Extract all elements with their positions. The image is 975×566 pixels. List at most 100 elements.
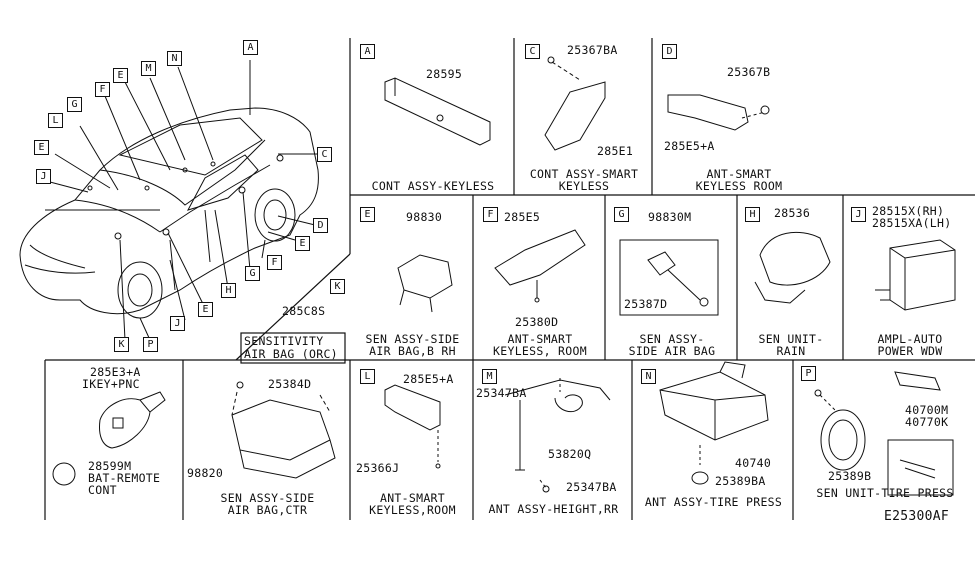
callout-tag: M	[141, 61, 156, 76]
part-caption: RAIN	[776, 344, 806, 358]
part-keyfob	[52, 391, 166, 486]
callout-tag: H	[221, 283, 236, 298]
part-number: 98820	[187, 466, 224, 480]
part-number: 28515XA(LH)	[872, 216, 952, 230]
part-number: 285E3+A	[90, 365, 141, 379]
part-caption: SENSITIVITY	[244, 334, 324, 348]
part-number: 25347BA	[566, 480, 617, 494]
callout-tag: E	[113, 68, 128, 83]
part-number: 25389BA	[715, 474, 766, 488]
part-number: 25367BA	[567, 43, 618, 57]
section-tag-m: M	[482, 369, 497, 384]
section-tag-a: A	[360, 44, 375, 59]
part-285E5A-L	[384, 384, 441, 469]
part-caption: BAT-REMOTE	[88, 471, 161, 485]
callout-tag: G	[245, 266, 260, 281]
part-285E5A-D	[667, 94, 770, 131]
part-caption: AMPL-AUTO	[877, 332, 943, 346]
part-caption: KEYLESS	[558, 179, 610, 193]
part-285E5	[494, 229, 586, 303]
callout-tag: A	[243, 40, 258, 55]
part-number: 25387D	[624, 297, 668, 311]
part-number: 28599M	[88, 459, 132, 473]
callout-tag: J	[170, 316, 185, 331]
part-number: 28536	[774, 206, 811, 220]
part-28536	[754, 231, 831, 304]
part-caption: ANT-SMART	[507, 332, 573, 346]
part-number: 98830M	[648, 210, 692, 224]
section-tag-d: D	[662, 44, 677, 59]
callout-tag: N	[167, 51, 182, 66]
part-number: 40700M	[905, 403, 949, 417]
part-number: 53820Q	[548, 447, 592, 461]
section-tag-e: E	[360, 207, 375, 222]
part-caption: SEN UNIT-	[758, 332, 824, 346]
section-tag-p: P	[801, 366, 816, 381]
callout-tag: L	[48, 113, 63, 128]
car-illustration	[19, 60, 325, 341]
part-number: 98830	[406, 210, 443, 224]
part-caption: SIDE AIR BAG	[628, 344, 716, 358]
callout-tag: D	[313, 218, 328, 233]
callout-tag: E	[295, 236, 310, 251]
part-number: 25366J	[356, 461, 400, 475]
part-98830	[397, 254, 453, 313]
callout-tag: E	[34, 140, 49, 155]
part-285E1	[544, 56, 606, 151]
part-caption: AIR BAG,CTR	[227, 503, 308, 517]
grid-lines	[44, 38, 975, 520]
section-tag-h: H	[745, 207, 760, 222]
part-number: IKEY+PNC	[82, 377, 140, 391]
callout-tag: K	[114, 337, 129, 352]
section-tag-f: F	[483, 207, 498, 222]
part-number: 285C8S	[282, 304, 326, 318]
section-tag-l: L	[360, 369, 375, 384]
part-28595	[384, 77, 491, 146]
part-caption: KEYLESS,ROOM	[369, 503, 456, 517]
part-number: 25380D	[515, 315, 559, 329]
part-number: 40740	[735, 456, 772, 470]
section-tag-c: C	[525, 44, 540, 59]
part-40700M	[814, 371, 954, 496]
part-caption: AIR BAG (ORC)	[244, 347, 338, 361]
callout-tag: J	[36, 169, 51, 184]
part-98830M	[619, 239, 719, 316]
part-number: 25384D	[268, 377, 312, 391]
callout-tag: C	[317, 147, 332, 162]
part-number: 25389B	[828, 469, 872, 483]
part-caption: ANT ASSY-HEIGHT,RR	[488, 502, 619, 516]
part-caption: ANT-SMART	[706, 167, 772, 181]
part-caption: CONT ASSY-KEYLESS	[371, 179, 495, 193]
part-caption: ANT ASSY-TIRE PRESS	[644, 495, 783, 509]
part-caption: KEYLESS, ROOM	[493, 344, 587, 358]
part-number: 285E5	[504, 210, 541, 224]
part-98820	[231, 381, 336, 479]
callout-tag: F	[95, 82, 110, 97]
part-caption: KEYLESS ROOM	[695, 179, 783, 193]
part-number: 285E1	[597, 144, 634, 158]
part-number: 40770K	[905, 415, 949, 429]
part-number: 25367B	[727, 65, 771, 79]
callout-tag: F	[267, 255, 282, 270]
part-28515X	[875, 239, 956, 311]
part-number: 25347BA	[476, 386, 527, 400]
part-caption: SEN ASSY-	[639, 332, 705, 346]
part-40740	[659, 361, 769, 485]
part-number: 28595	[426, 67, 463, 81]
callout-tag: G	[67, 97, 82, 112]
section-tag-n: N	[641, 369, 656, 384]
part-caption: SEN ASSY-SIDE	[220, 491, 315, 505]
part-53820Q	[504, 378, 611, 493]
callout-tag: E	[198, 302, 213, 317]
callout-tag: P	[143, 337, 158, 352]
section-tag-j: J	[851, 207, 866, 222]
part-caption: AIR BAG,B RH	[369, 344, 456, 358]
part-caption: ANT-SMART	[379, 491, 445, 505]
section-tag-k: K	[330, 279, 345, 294]
part-number: 28515X(RH)	[872, 204, 945, 218]
section-tag-g: G	[614, 207, 629, 222]
part-number: 285E5+A	[403, 372, 454, 386]
diagram-code: E25300AF	[884, 509, 950, 524]
part-caption: POWER WDW	[877, 344, 943, 358]
